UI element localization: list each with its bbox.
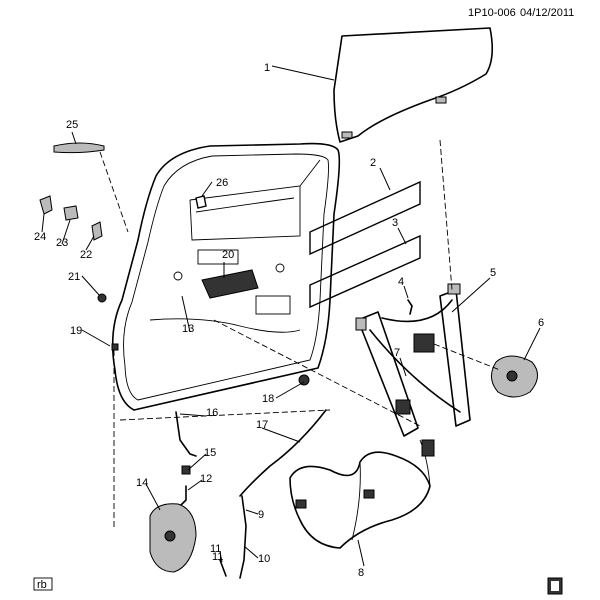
leader-lines	[41, 65, 541, 567]
callout-8: 8	[358, 567, 364, 579]
artist-initials: rb	[37, 579, 47, 591]
grommet	[298, 374, 310, 386]
latch-reinforcement	[201, 269, 259, 299]
callout-11b: 11	[212, 551, 223, 563]
lock-cylinder-rod	[239, 495, 247, 579]
callout-9: 9	[258, 509, 264, 521]
callout-5: 5	[490, 267, 496, 279]
access-plug	[195, 195, 207, 209]
callouts: 1 2 3 4 5 6 7 8 9 10 11 12 13 14 15 16 1…	[34, 62, 544, 579]
callout-15: 15	[204, 447, 216, 459]
callout-2: 2	[370, 157, 376, 169]
callout-24: 24	[34, 231, 46, 243]
rod-clip	[181, 465, 191, 475]
door-latch	[149, 503, 197, 573]
callout-4: 4	[398, 276, 404, 288]
push-pin	[111, 343, 119, 351]
latch-rod	[219, 559, 227, 577]
wiring-harness	[289, 439, 435, 549]
callout-20: 20	[222, 249, 234, 261]
callout-10: 10	[258, 553, 270, 565]
callout-6: 6	[538, 317, 544, 329]
manual-icon	[547, 577, 563, 595]
callout-26: 26	[216, 177, 228, 189]
window-regulator	[355, 283, 471, 437]
callout-17: 17	[256, 419, 268, 431]
guide-lines	[99, 139, 501, 530]
callout-12: 12	[200, 473, 212, 485]
inside-handle-rod	[175, 411, 197, 457]
callout-23: 23	[56, 237, 68, 249]
diagram-reference: 1P10-006	[468, 7, 516, 19]
callout-18: 18	[262, 393, 274, 405]
screw	[407, 299, 413, 315]
window-motor	[491, 355, 538, 398]
lock-cylinder	[63, 205, 79, 221]
callout-14: 14	[136, 477, 148, 489]
sealing-strip-2	[309, 180, 421, 256]
callout-19: 19	[70, 325, 82, 337]
door-inner-frame	[111, 142, 341, 411]
callout-22: 22	[80, 249, 92, 261]
outside-door-handle	[53, 142, 105, 154]
door-glass	[333, 27, 494, 143]
callout-13: 13	[182, 323, 194, 335]
callout-1: 1	[264, 62, 270, 74]
lock-rod	[239, 409, 327, 497]
callout-21: 21	[68, 271, 80, 283]
handle-cap	[91, 221, 103, 241]
artist-stamp: rb	[33, 577, 53, 591]
callout-3: 3	[392, 217, 398, 229]
handle-bezel	[39, 195, 53, 215]
diagram-date: 04/12/2011	[520, 7, 574, 19]
callout-25: 25	[66, 119, 78, 131]
callout-11: 11	[210, 543, 221, 555]
callout-16: 16	[206, 407, 218, 419]
sealing-strip-3	[309, 234, 421, 309]
callout-7: 7	[394, 347, 400, 359]
